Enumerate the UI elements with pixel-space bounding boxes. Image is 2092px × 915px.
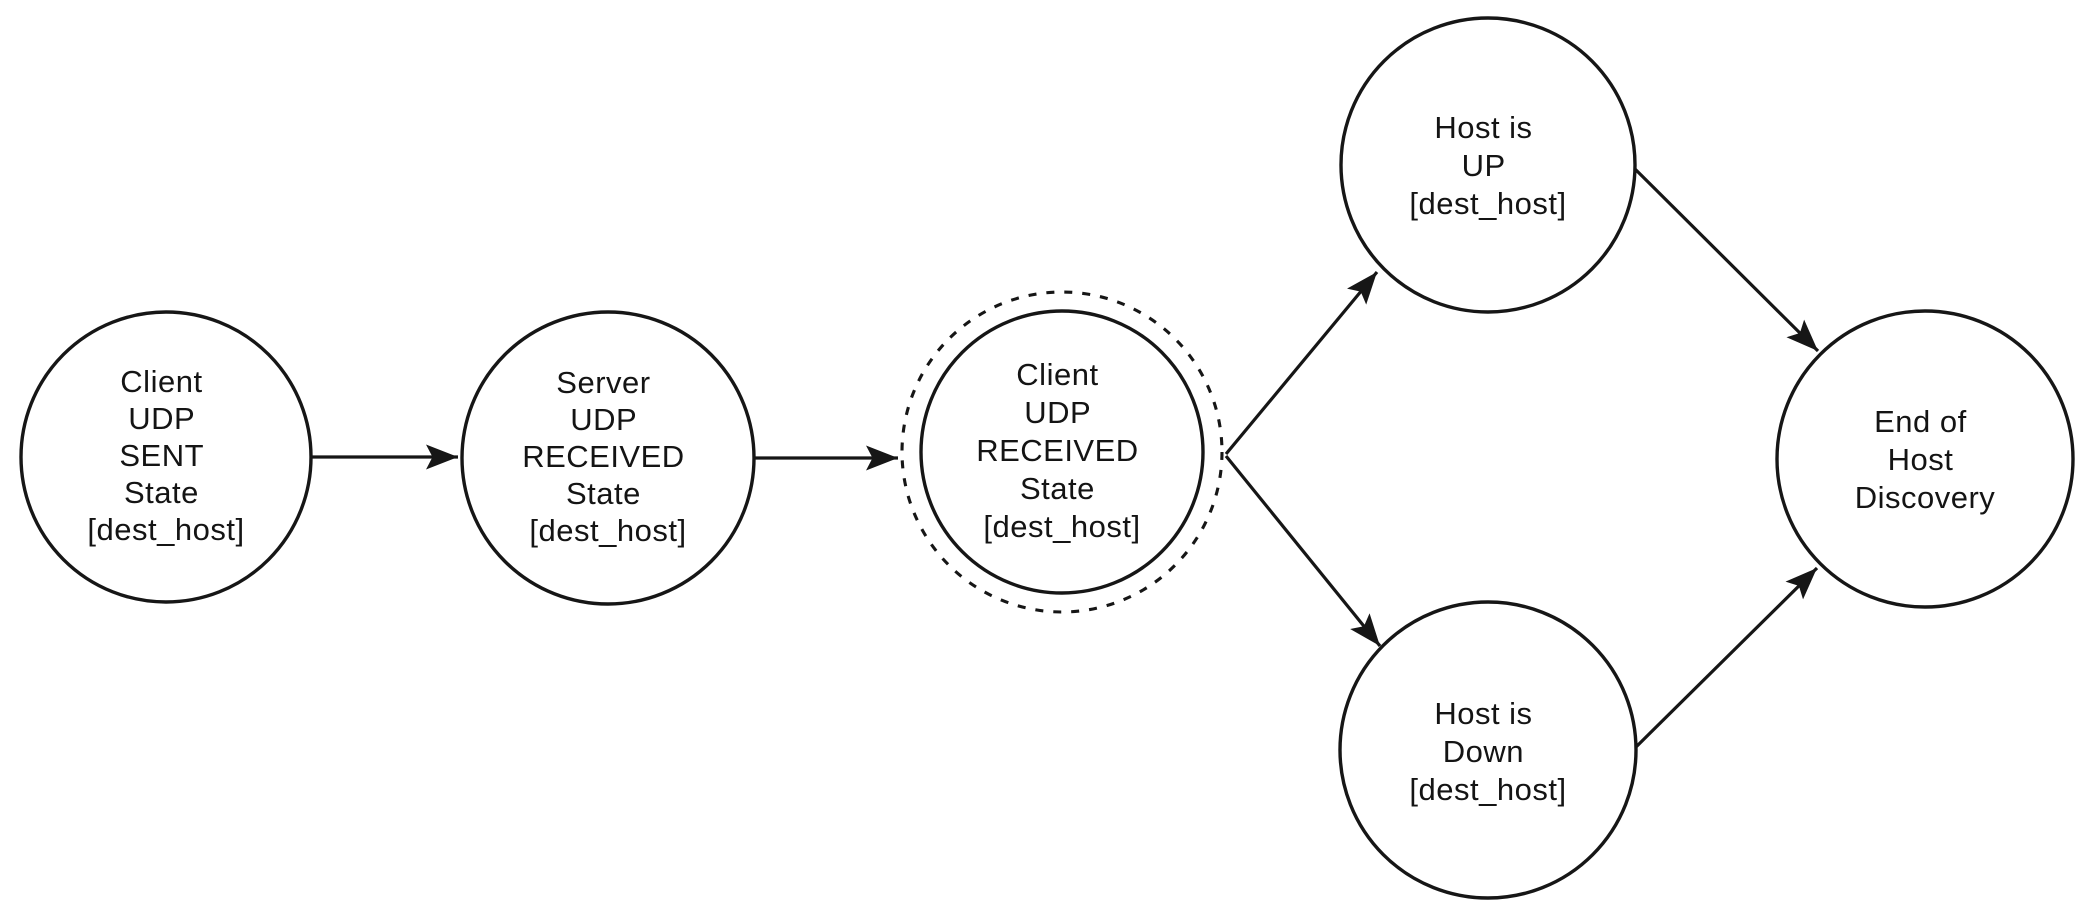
state-circle [1338, 600, 1638, 900]
node-label-line: State [1020, 471, 1095, 506]
node-label-line: Host [1888, 442, 1954, 477]
node-label-line: [dest_host] [1409, 772, 1566, 807]
node-label-line: UDP [1024, 395, 1090, 430]
node-label-line: Discovery [1855, 480, 1996, 515]
node-label-line: UDP [570, 402, 636, 437]
node-client-udp-received: Client UDP RECEIVED State [dest_host] [900, 290, 1224, 614]
node-label-line: State [124, 475, 199, 510]
node-label: Client UDP RECEIVED State [dest_host] [976, 357, 1148, 544]
state-circle [1339, 16, 1637, 314]
node-label-line: SENT [119, 438, 203, 473]
node-label-line: [dest_host] [529, 513, 686, 548]
node-label-line: Server [556, 365, 650, 400]
node-label: Server UDP RECEIVED State [dest_host] [522, 365, 694, 548]
node-label-line: Host is [1434, 110, 1532, 145]
edge-client-udp-received-to-host-is-down [1224, 454, 1382, 648]
node-label-line: RECEIVED [976, 433, 1138, 468]
node-label: Client UDP SENT State [dest_host] [87, 364, 244, 547]
edge-host-is-down-to-end-of-host-discovery [1634, 566, 1819, 749]
node-label: Host is UP [dest_host] [1409, 110, 1566, 221]
node-label-line: [dest_host] [87, 512, 244, 547]
node-client-udp-sent: Client UDP SENT State [dest_host] [19, 310, 313, 604]
edge-host-is-up-to-end-of-host-discovery [1633, 167, 1820, 353]
node-label: Host is Down [dest_host] [1409, 696, 1566, 807]
state-circle [19, 310, 313, 604]
node-label-line: [dest_host] [983, 509, 1140, 544]
node-label-line: Client [120, 364, 202, 399]
current-state-dashed-ring [900, 290, 1224, 614]
node-label-line: [dest_host] [1409, 186, 1566, 221]
state-circle [1775, 309, 2075, 609]
state-circle [460, 310, 756, 606]
node-end-of-host-discovery: End of Host Discovery [1775, 309, 2075, 609]
node-label: End of Host Discovery [1855, 404, 1996, 515]
node-host-is-down: Host is Down [dest_host] [1338, 600, 1638, 900]
node-label-line: UDP [128, 401, 194, 436]
node-host-is-up: Host is UP [dest_host] [1339, 16, 1637, 314]
node-label-line: Client [1016, 357, 1098, 392]
node-label-line: RECEIVED [522, 439, 684, 474]
edges [311, 167, 1820, 749]
state-circle [919, 309, 1205, 595]
edge-client-udp-received-to-host-is-up [1224, 270, 1379, 456]
node-server-udp-received: Server UDP RECEIVED State [dest_host] [460, 310, 756, 606]
node-label-line: State [566, 476, 641, 511]
node-label-line: End of [1874, 404, 1967, 439]
node-label-line: Down [1443, 734, 1524, 769]
node-label-line: Host is [1434, 696, 1532, 731]
node-label-line: UP [1462, 148, 1506, 183]
